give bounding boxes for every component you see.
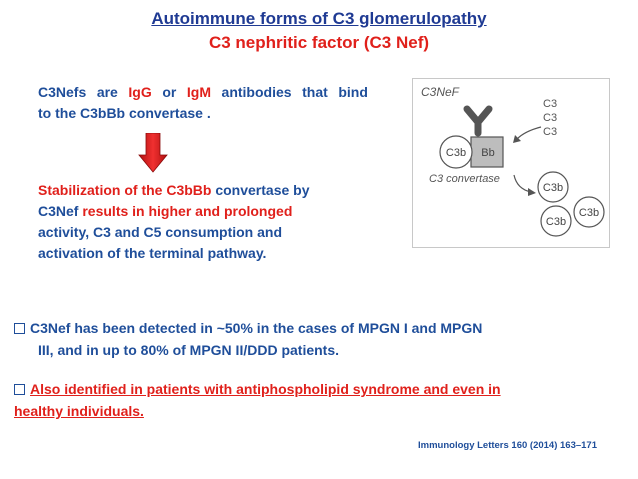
product-circle (540, 205, 572, 237)
text-line: activity, C3 and C5 consumption and (38, 224, 283, 240)
text-stabilization: Stabilization of the C3bBb (38, 182, 212, 198)
antibody-icon (463, 105, 493, 137)
label-c3b: C3b (446, 147, 466, 159)
label-c3: C3 (543, 126, 557, 138)
text-word: are (96, 84, 118, 100)
product-circle (537, 171, 569, 203)
label-c3nef: C3NeF (421, 85, 460, 99)
paragraph-stabilization: Stabilization of the C3bBb convertase by… (38, 180, 368, 264)
text-word: or (162, 84, 177, 100)
bb-square (470, 136, 504, 168)
label-c3: C3 (543, 112, 557, 124)
c3b-circle (439, 135, 473, 169)
text-line: activation of the terminal pathway. (38, 245, 267, 261)
text-line: Also identified in patients with antipho… (30, 381, 501, 397)
label-convertase: C3 convertase (429, 173, 500, 185)
text-igm: IgM (186, 84, 211, 100)
bullet-antiphospholipid: Also identified in patients with antipho… (14, 378, 614, 422)
label-bb: Bb (481, 147, 494, 159)
arrow-icon (516, 126, 542, 140)
text-word: bind (338, 84, 368, 100)
text-word: C3Nefs (38, 84, 87, 100)
bullet-detection: C3Nef has been detected in ~50% in the c… (14, 317, 614, 361)
checkbox-bullet-icon (14, 384, 25, 395)
slide-subtitle: C3 nephritic factor (C3 Nef) (208, 33, 430, 52)
text-line: to the C3bBb convertase . (38, 105, 211, 121)
product-circle (573, 196, 605, 228)
text-line: healthy individuals. (14, 403, 144, 419)
text-results: results in higher and prolonged (82, 203, 293, 219)
label-product: C3b (543, 182, 563, 194)
text-line: III, and in up to 80% of MPGN II/DDD pat… (38, 342, 340, 358)
label-product: C3b (579, 207, 599, 219)
paragraph-definition: C3Nefs are IgG or IgM antibodies that bi… (38, 82, 368, 124)
text-convertase: convertase by (215, 182, 310, 198)
checkbox-bullet-icon (14, 323, 25, 334)
c3nef-diagram: C3NeF C3b Bb C3 convertase C3 C3 C3 C3b … (412, 78, 610, 248)
slide-title: Autoimmune forms of C3 glomerulopathy (151, 9, 487, 28)
arrow-down-icon (138, 133, 168, 173)
text-word: antibodies (221, 84, 292, 100)
citation: Immunology Letters 160 (2014) 163–171 (418, 440, 598, 451)
label-c3: C3 (543, 98, 557, 110)
text-line: C3Nef has been detected in ~50% in the c… (30, 320, 483, 336)
text-igg: IgG (128, 84, 152, 100)
text-word: that (302, 84, 328, 100)
label-product: C3b (546, 216, 566, 228)
text-c3nef: C3Nef (38, 203, 79, 219)
